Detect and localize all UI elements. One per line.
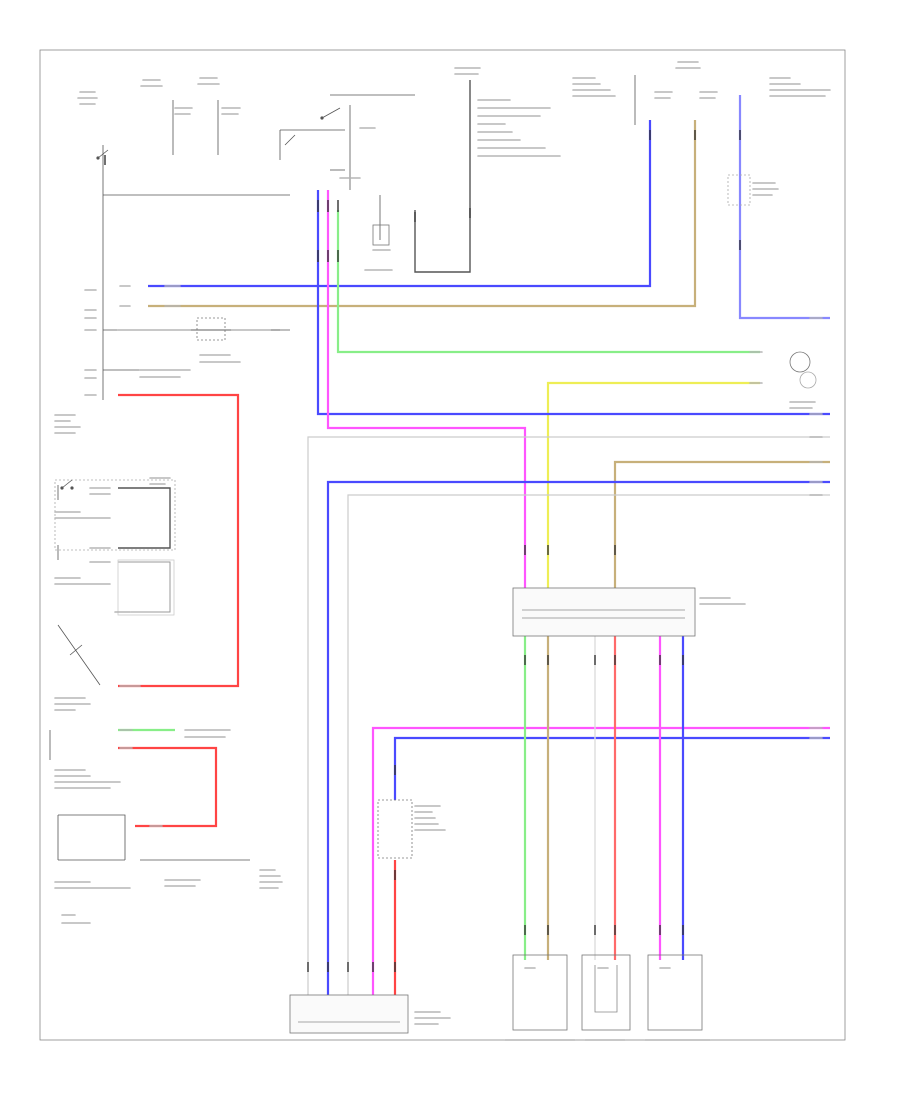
circuit-lines [49,75,636,861]
wire-blu-top [148,120,652,288]
wire-blu-lower-long [326,480,830,995]
dimmer-contact [69,644,83,656]
wire-pnk-main [326,190,527,590]
relay-box [372,224,390,246]
ignition-contact [97,149,109,159]
hazard-switch-box [54,479,176,551]
stop-light-switch [196,317,226,341]
relay-contact [321,107,341,119]
wire-blu-lower [393,736,830,800]
abs-actuator-box [377,799,413,859]
connector-ticks [104,130,741,972]
junction-connector-bottom [289,994,409,1034]
wire-dark-2 [118,561,171,613]
brake-light [799,371,817,389]
diagram-frame [39,49,846,1041]
wire-dark-1 [118,487,171,549]
wire-grn [336,210,760,354]
wire-blu-mid [316,190,830,416]
label-strokes [54,61,831,1041]
wire-lblu-right [738,95,830,320]
wire-gray-2 [347,494,830,995]
switch-symbols [60,107,341,656]
wire-red-left [118,393,240,688]
front-speed-sensor-lh [512,954,568,1031]
wire-layer [118,80,830,995]
junction-connector-mid [512,587,696,637]
wire-gray-1 [307,436,830,995]
wire-dark-3 [414,80,471,273]
wire-tan-top [148,120,697,308]
sensor-box-right [727,174,751,206]
front-speed-sensor-rh [647,954,703,1031]
brake-contact [284,134,296,146]
hazard-contact [61,479,73,489]
components [54,174,817,1034]
warning-lamp [789,351,811,373]
wire-yel [546,381,760,590]
yaw-rate-sensor [581,954,631,1031]
wire-pnk-lower [371,726,830,995]
combination-meter-box [117,559,175,616]
wire-red-lower [118,746,218,828]
